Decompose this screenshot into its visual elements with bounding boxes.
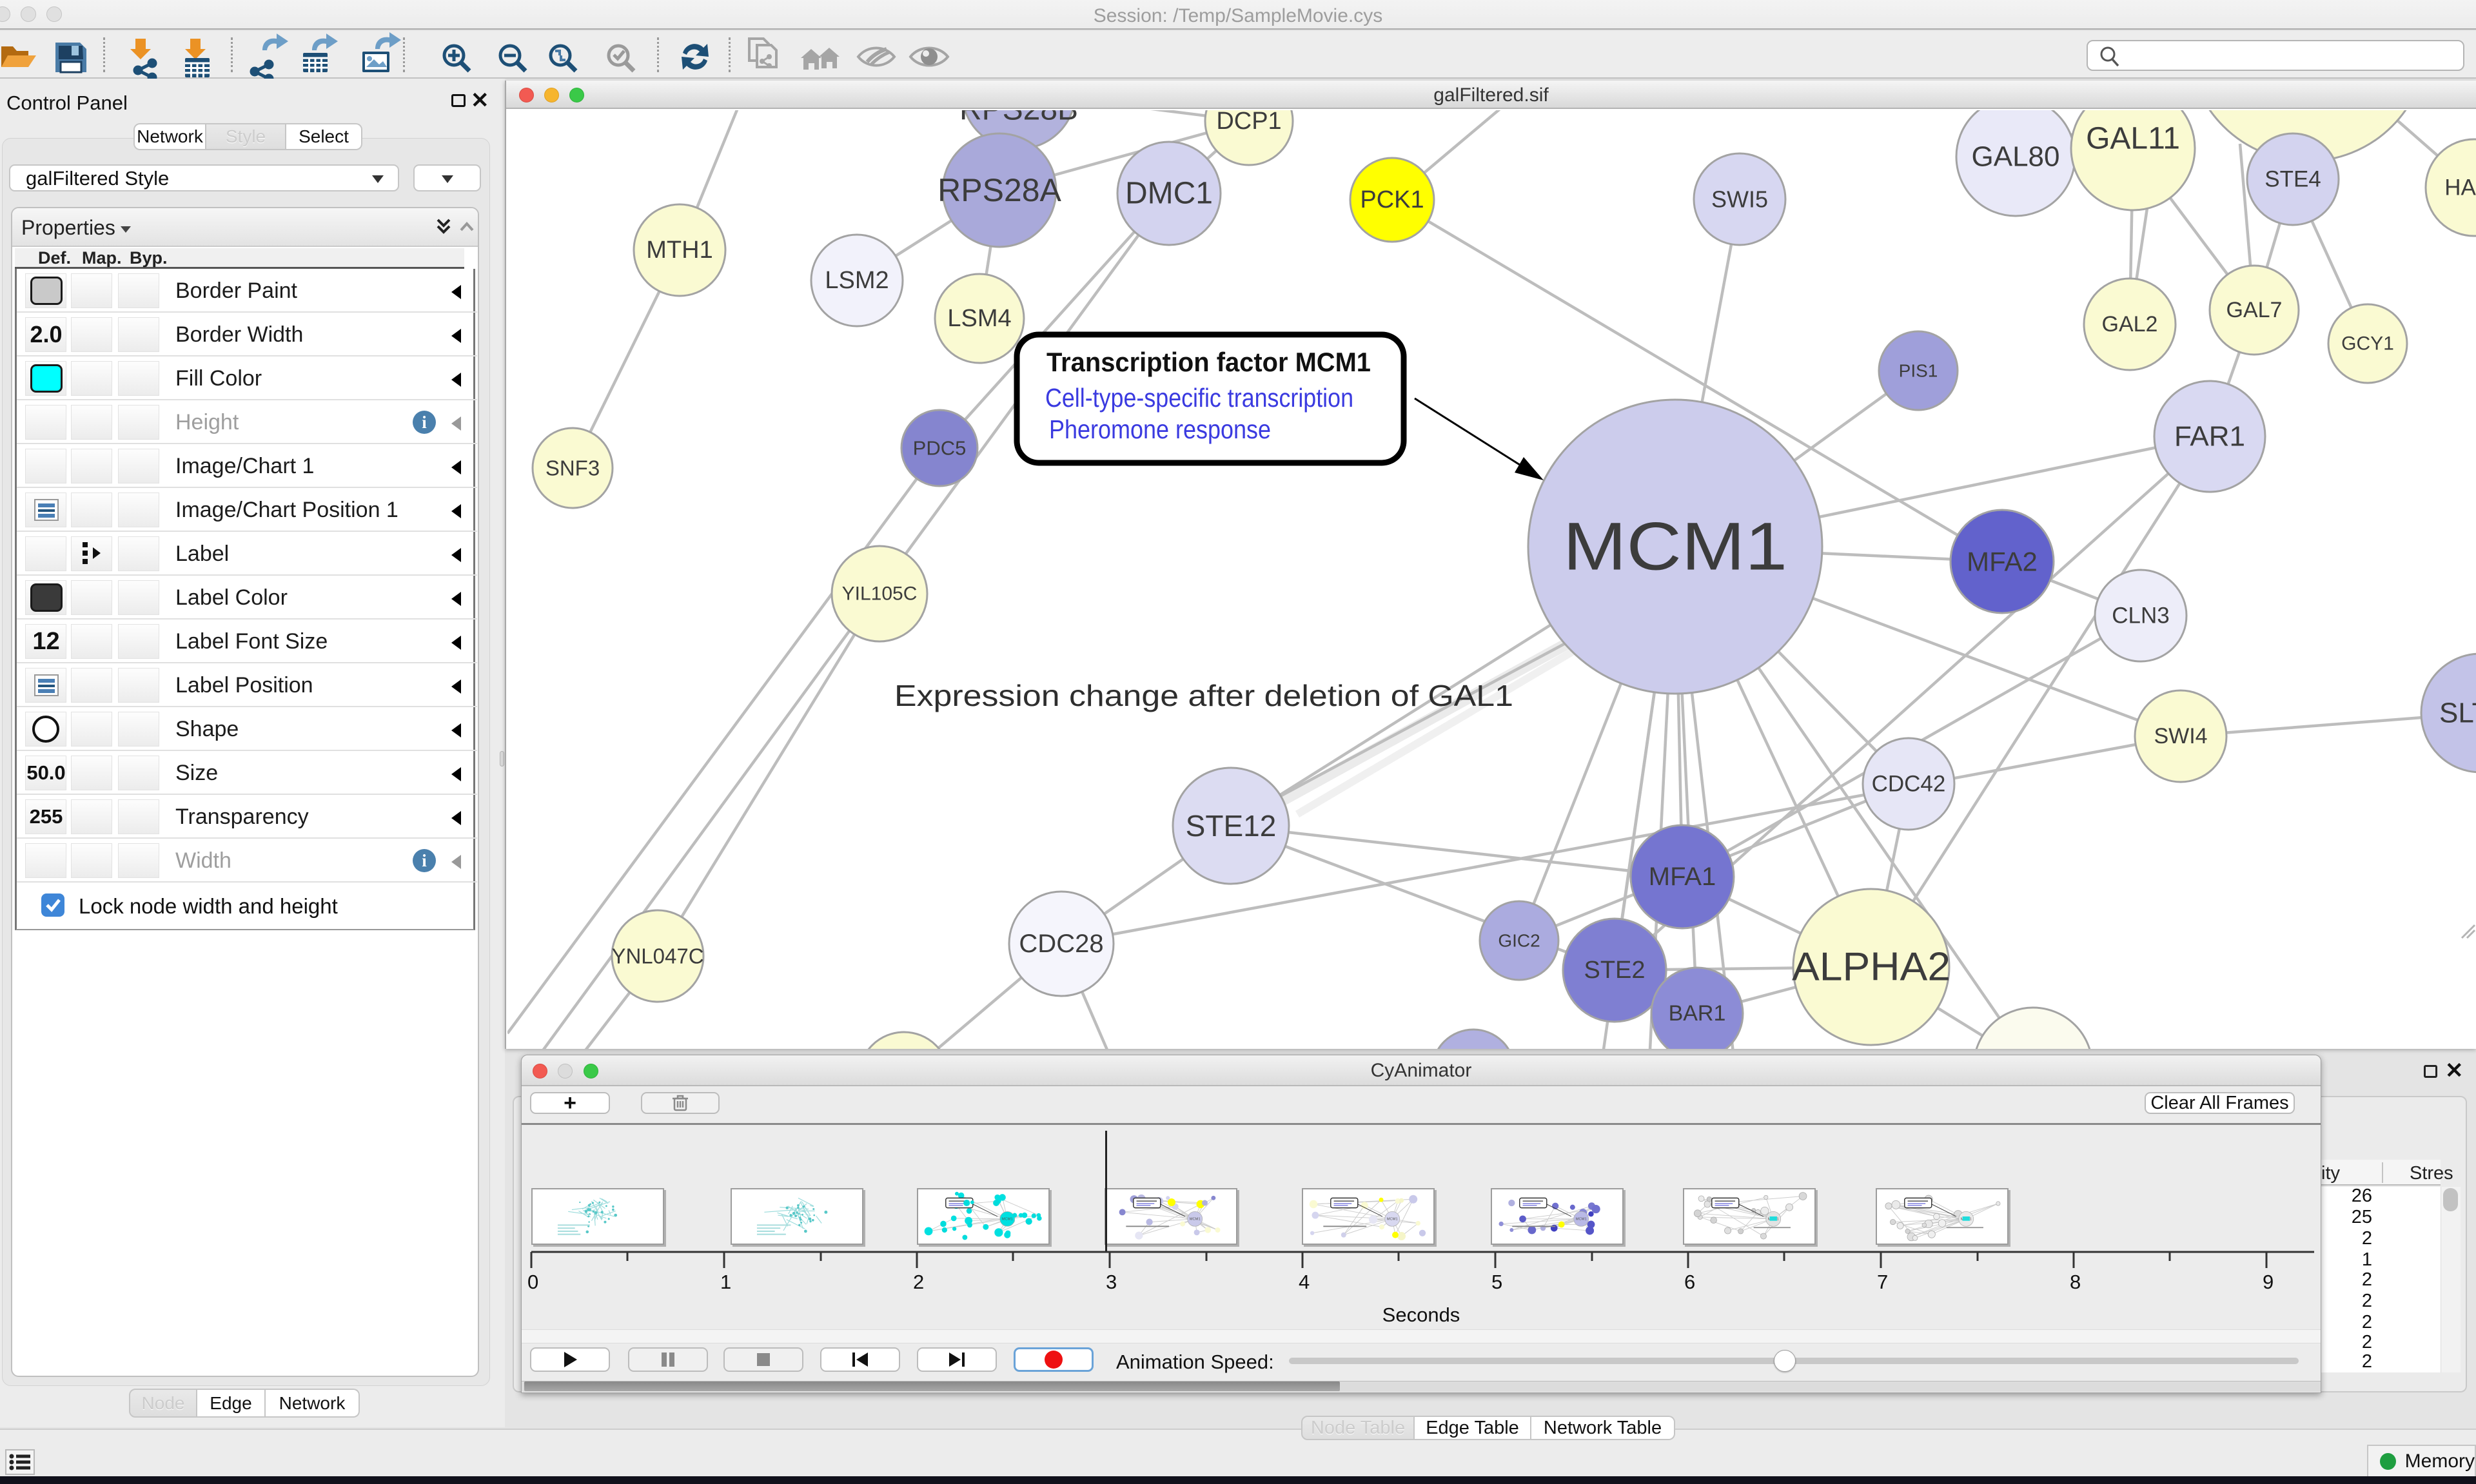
svg-text:PIS1: PIS1: [1899, 361, 1938, 381]
svg-text:STE4: STE4: [2265, 167, 2321, 192]
svg-text:4: 4: [1299, 1271, 1310, 1293]
svg-text:PCK1: PCK1: [1360, 186, 1424, 213]
svg-text:LSM2: LSM2: [825, 267, 889, 294]
svg-text:CDC28: CDC28: [1019, 930, 1103, 958]
svg-text:GAL11: GAL11: [2086, 122, 2180, 156]
svg-text:6: 6: [1684, 1271, 1695, 1293]
svg-text:YIL105C: YIL105C: [842, 583, 918, 605]
svg-text:YNL047C: YNL047C: [611, 944, 703, 968]
svg-text:GAL80: GAL80: [1972, 141, 2060, 173]
svg-text:CLN3: CLN3: [2112, 603, 2169, 629]
svg-text:GAL7: GAL7: [2226, 298, 2283, 322]
svg-text:2: 2: [913, 1271, 924, 1293]
svg-text:5: 5: [1491, 1271, 1502, 1293]
svg-text:DCP1: DCP1: [1216, 110, 1281, 135]
svg-text:Pheromone response: Pheromone response: [1049, 415, 1271, 444]
svg-text:STE2: STE2: [1584, 957, 1645, 984]
svg-text:LSM4: LSM4: [947, 305, 1011, 332]
svg-text:STE12: STE12: [1186, 809, 1277, 843]
svg-text:MCM1: MCM1: [1387, 1218, 1398, 1222]
svg-text:ALPHA2: ALPHA2: [1792, 945, 1950, 990]
svg-text:GIC2: GIC2: [1498, 931, 1540, 951]
svg-text:SWI4: SWI4: [2154, 724, 2207, 748]
svg-text:7: 7: [1877, 1271, 1888, 1293]
svg-text:Transcription factor MCM1: Transcription factor MCM1: [1046, 347, 1371, 377]
svg-text:3: 3: [1106, 1271, 1117, 1293]
svg-text:MCM1: MCM1: [1190, 1218, 1201, 1222]
svg-text:CDC42: CDC42: [1872, 772, 1946, 797]
svg-text:MCM1: MCM1: [1576, 1218, 1587, 1222]
svg-text:RPS28A: RPS28A: [938, 172, 1061, 208]
svg-text:MFA1: MFA1: [1649, 863, 1716, 891]
svg-text:BAR1: BAR1: [1669, 1001, 1726, 1026]
svg-text:HAP2: HAP2: [2444, 175, 2476, 200]
svg-text:1: 1: [720, 1271, 731, 1293]
svg-text:RPS28B: RPS28B: [959, 110, 1078, 127]
svg-text:MCM1: MCM1: [1002, 1218, 1013, 1222]
svg-text:SNF3: SNF3: [545, 456, 600, 480]
svg-text:GAL2: GAL2: [2102, 312, 2158, 337]
svg-text:Cell-type-specific transcripti: Cell-type-specific transcription: [1045, 383, 1353, 413]
svg-text:9: 9: [2263, 1271, 2274, 1293]
svg-text:GCY1: GCY1: [2341, 333, 2394, 355]
svg-text:DMC1: DMC1: [1125, 177, 1213, 211]
svg-text:MCM1: MCM1: [1563, 509, 1787, 585]
svg-text:MFA2: MFA2: [1967, 547, 2038, 577]
svg-text:SLT2: SLT2: [2439, 698, 2476, 729]
svg-text:Expression change after deleti: Expression change after deletion of GAL1: [894, 679, 1513, 712]
svg-text:0: 0: [527, 1271, 538, 1293]
svg-text:PDC5: PDC5: [913, 437, 967, 460]
svg-text:8: 8: [2070, 1271, 2081, 1293]
svg-text:SWI5: SWI5: [1711, 186, 1768, 213]
svg-text:MTH1: MTH1: [646, 237, 712, 264]
svg-text:FAR1: FAR1: [2174, 421, 2245, 453]
